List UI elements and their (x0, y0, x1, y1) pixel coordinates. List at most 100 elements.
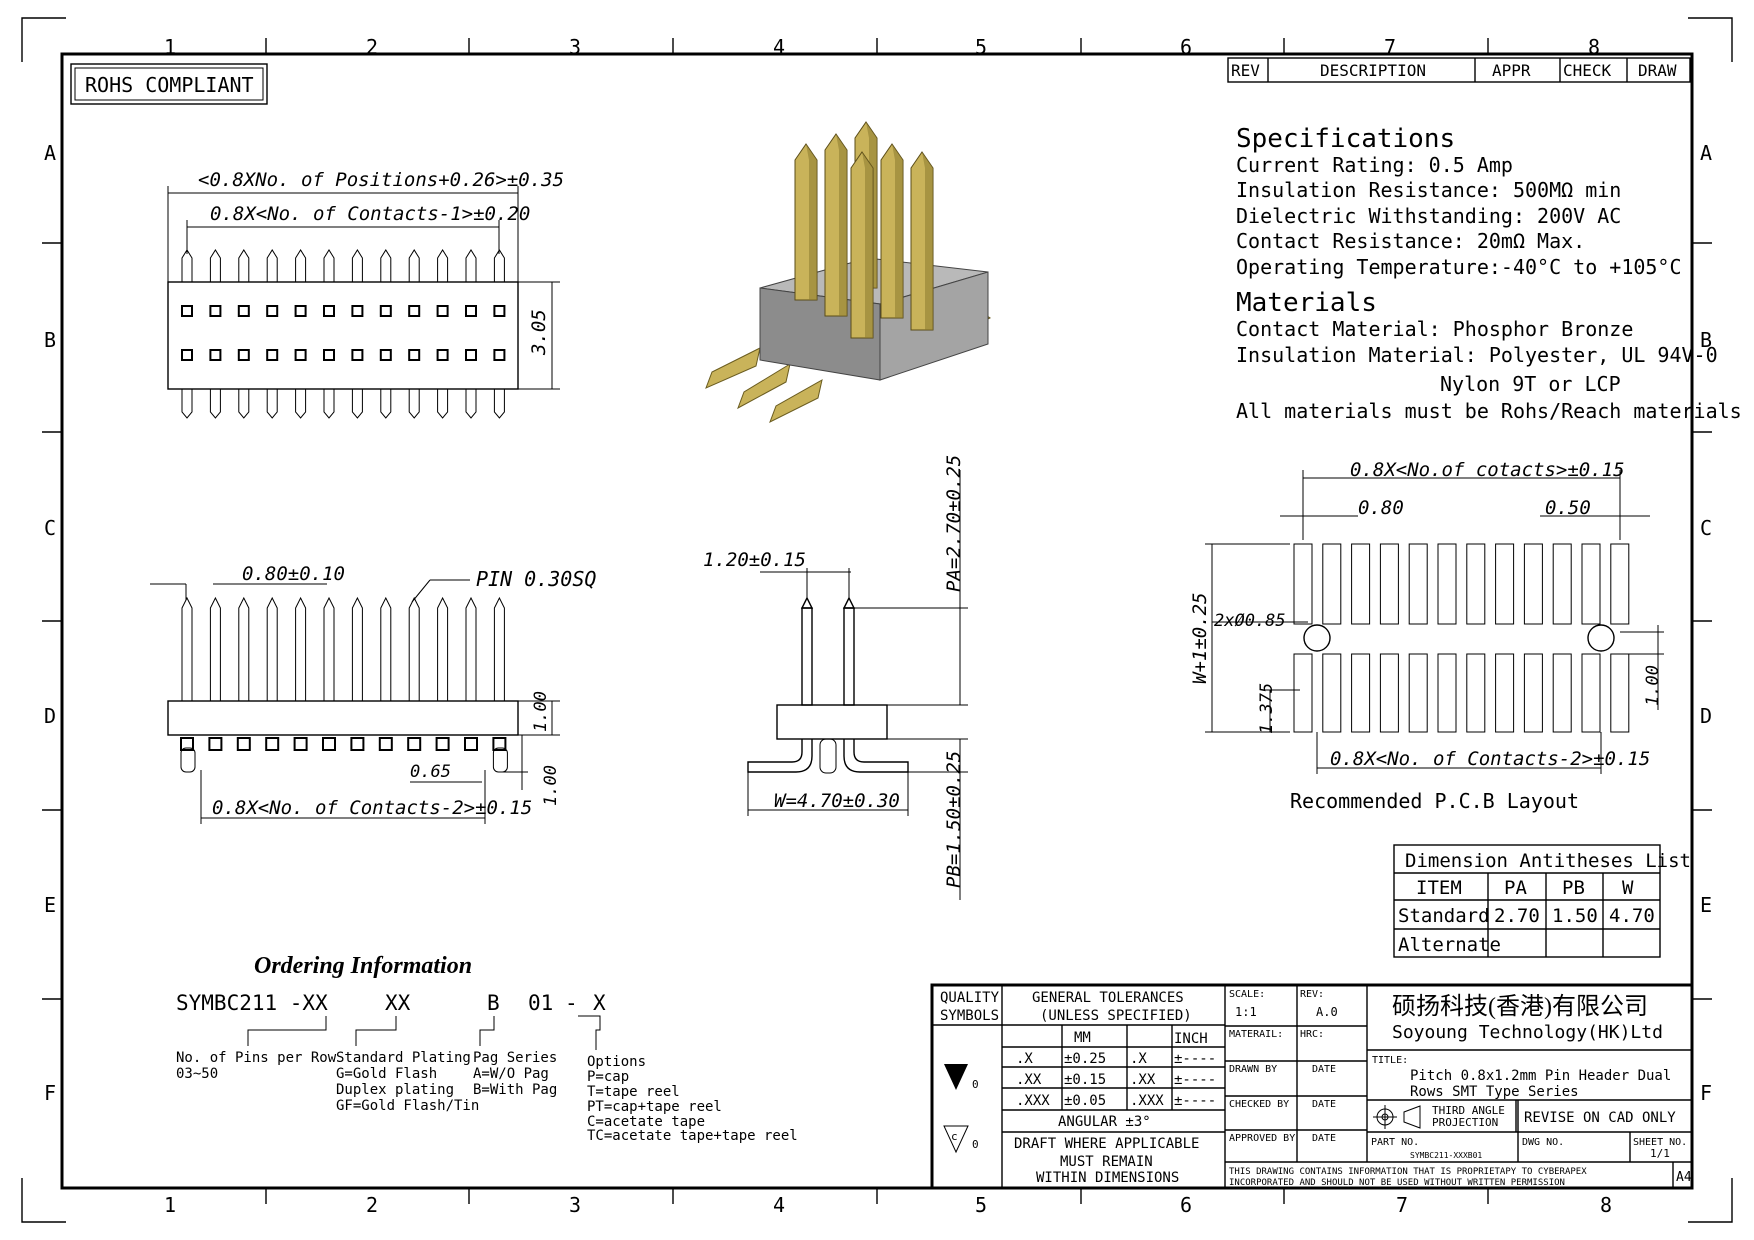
spec-line: Operating Temperature:-40°C to +105°C (1236, 255, 1682, 279)
pin-top (493, 249, 505, 282)
pcb-pad (1581, 543, 1601, 625)
plating-label: GF=Gold Flash/Tin (336, 1098, 479, 1114)
material-line: Contact Material: Phosphor Bronze (1236, 317, 1633, 341)
approved-by: APPROVED BY (1229, 1133, 1295, 1144)
pcb-pad (1610, 653, 1630, 733)
tol-cell: ±---- (1174, 1051, 1216, 1067)
pin-foot (208, 737, 223, 751)
code-part: SYMBC211 -XX (176, 991, 328, 1015)
drawing-title: Pitch 0.8x1.2mm Pin Header Dual (1410, 1068, 1671, 1084)
dim-contacts: 0.8X<No. of Contacts-1>±0.20 (210, 203, 530, 225)
dim-overall: <0.8XNo. of Positions+0.26>±0.35 (198, 169, 564, 191)
pin-pad (237, 349, 250, 361)
tol-cell: .X (1130, 1051, 1147, 1067)
row-label: E (44, 893, 56, 917)
dim-pitch: 0.80±0.10 (242, 563, 345, 585)
dim-height: 3.05 (528, 309, 550, 356)
pin-pad (266, 305, 279, 317)
pin-top (266, 249, 278, 282)
ordering-title: Ordering Information (254, 953, 472, 979)
row-label: C (44, 516, 56, 540)
footer-note: INCORPORATED AND SHOULD NOT BE USED WITH… (1229, 1178, 1565, 1188)
pin-top (323, 249, 335, 282)
pin-side (351, 596, 363, 701)
col-label: 3 (569, 35, 581, 59)
pin-pad (436, 305, 449, 317)
check-header: CHECK (1563, 61, 1612, 80)
draft-note: DRAFT WHERE APPLICABLE (1014, 1136, 1199, 1152)
pin-bottom (408, 389, 420, 419)
col-label: 3 (569, 1193, 581, 1217)
code-part: X (593, 991, 606, 1015)
spec-line: Insulation Resistance: 500MΩ min (1236, 178, 1621, 202)
pcb-pad (1351, 543, 1371, 625)
checked-by: CHECKED BY (1229, 1099, 1289, 1110)
row-label: F (1700, 1081, 1712, 1105)
top-view: <0.8XNo. of Positions+0.26>±0.35 0.8X<No… (167, 169, 564, 419)
pin-bottom (323, 389, 335, 419)
pin-pad (351, 349, 364, 361)
tol-header: INCH (1174, 1031, 1208, 1047)
pin-bottom (465, 389, 477, 419)
pin-foot (236, 737, 251, 751)
pin-side (408, 596, 420, 701)
pcb-layout: 0.8X<No.of cotacts>±0.15 0.80 0.50 2xØ0.… (1189, 459, 1664, 813)
pin-side (266, 596, 278, 701)
title-block: QUALITY SYMBOLS GENERAL TOLERANCES (UNLE… (930, 983, 1694, 1190)
material-line: Nylon 9T or LCP (1440, 372, 1621, 396)
pcb-pad (1437, 653, 1457, 733)
part-no-label: PART NO. (1371, 1137, 1419, 1148)
company-cn: 硕扬科技(香港)有限公司 (1392, 993, 1648, 1020)
pcb-pad (1379, 543, 1399, 625)
plating-label: Duplex plating (336, 1082, 454, 1098)
material-label: MATERAIL: (1229, 1029, 1283, 1040)
paper-size: A4 (1676, 1170, 1692, 1185)
table-header: PB (1562, 877, 1585, 899)
pin-pad (379, 305, 392, 317)
pcb-pad (1437, 543, 1457, 625)
draw-header: DRAW (1638, 61, 1677, 80)
pin-bottom (181, 389, 193, 419)
row-label: E (1700, 893, 1712, 917)
dim-pb: PB=1.50±0.25 (943, 751, 965, 888)
pin-pad (266, 349, 279, 361)
drawn-by: DRAWN BY (1229, 1064, 1277, 1075)
footer-note: THIS DRAWING CONTAINS INFORMATION THAT I… (1229, 1167, 1587, 1177)
plating-label: Standard Plating (336, 1050, 471, 1066)
title-label: TITLE: (1372, 1055, 1408, 1066)
date-label: DATE (1312, 1133, 1336, 1144)
tol-cell: ±0.15 (1064, 1072, 1106, 1088)
row-label: B (44, 328, 56, 352)
dim-pcb-pitch: 0.80 (1358, 497, 1404, 519)
pcb-caption: Recommended P.C.B Layout (1290, 789, 1579, 813)
pin-pad (181, 305, 193, 317)
pin-pad (436, 349, 449, 361)
material-line: Insulation Material: Polyester, UL 94V-0 (1236, 343, 1718, 367)
options-label: PT=cap+tape reel (587, 1099, 722, 1115)
date-label: DATE (1312, 1099, 1336, 1110)
date-label: DATE (1312, 1064, 1336, 1075)
pin-foot (180, 737, 194, 751)
dim-pcb-100: 1.00 (1643, 665, 1663, 706)
pin-top (209, 249, 221, 282)
pin-bottom (351, 389, 363, 419)
pcb-pad (1495, 653, 1515, 733)
col-label: 5 (975, 35, 987, 59)
pin-pad (209, 349, 222, 361)
pin-bottom (437, 389, 449, 419)
pin-foot (464, 737, 478, 751)
dim-base: 1.00 (531, 691, 551, 732)
hrc-label: HRC: (1300, 1029, 1324, 1040)
code-part: - (565, 991, 578, 1015)
pin-top (380, 249, 392, 282)
side-view: 1.20±0.15 PA=2.70±0.25 PB=1.50±0.25 W=4.… (703, 455, 968, 900)
ordering-info: Ordering Information SYMBC211 -XX XX B 0… (176, 953, 798, 1144)
pin-foot (293, 737, 308, 751)
quality-symbol-value: 0 (972, 1138, 979, 1151)
dim-pin-gap: 1.20±0.15 (703, 549, 806, 571)
pin-top (238, 249, 250, 282)
col-label: 2 (366, 1193, 378, 1217)
code-part: B (487, 991, 500, 1015)
rev-label: REV: (1300, 989, 1324, 1000)
